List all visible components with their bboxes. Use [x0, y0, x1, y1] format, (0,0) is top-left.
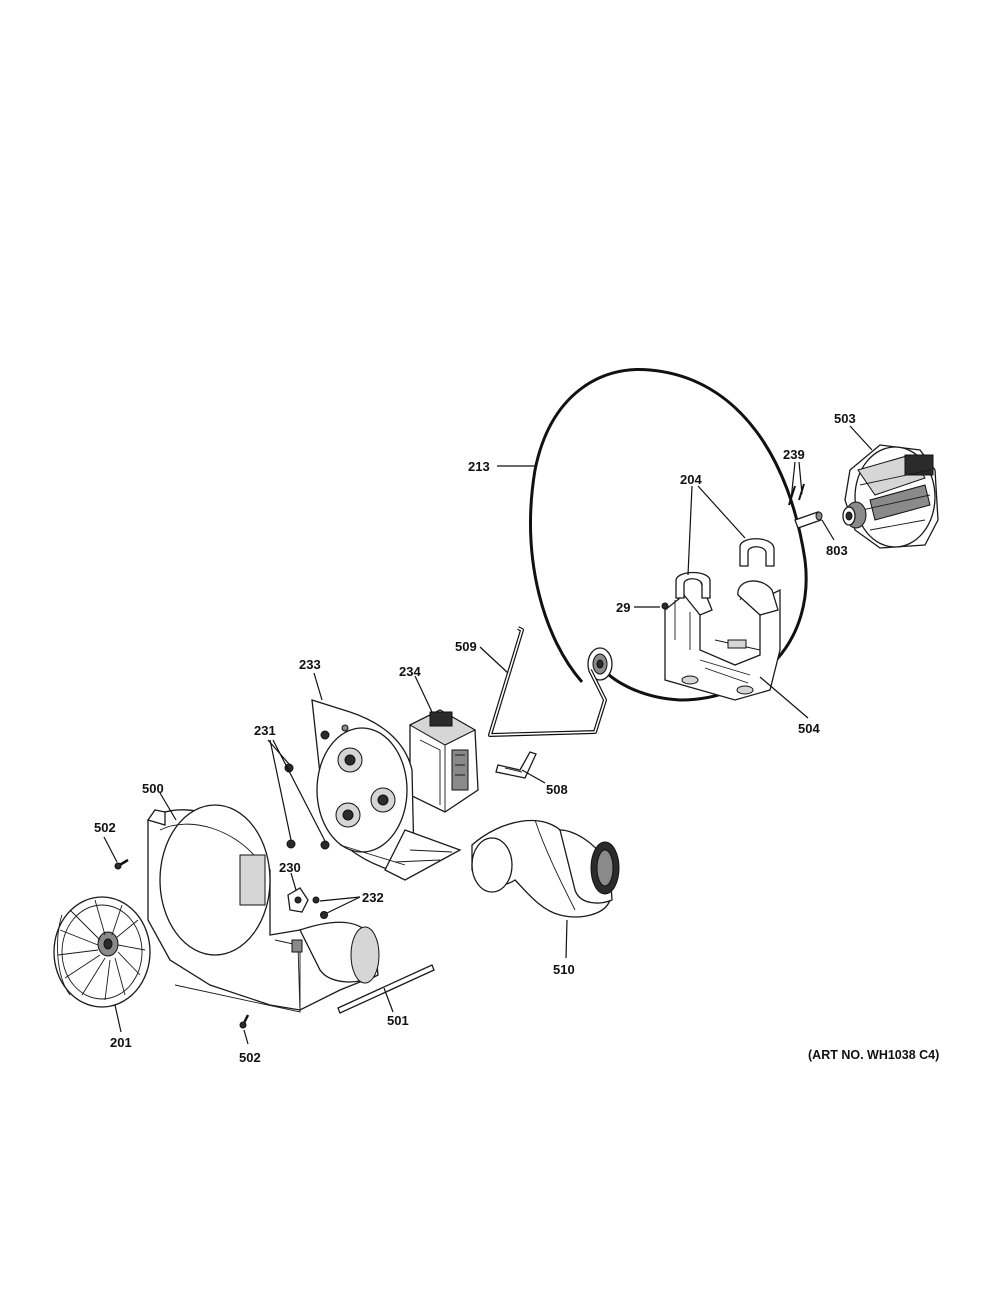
- label-232: 232: [362, 890, 384, 905]
- label-803: 803: [826, 543, 848, 558]
- label-509: 509: [455, 639, 477, 654]
- label-230: 230: [279, 860, 301, 875]
- drive-belt-213[interactable]: [529, 367, 808, 702]
- screw-502-bottom[interactable]: [239, 1014, 250, 1029]
- callout-labels: 213 204 29 503 239 803 504 509 233 234 2…: [94, 411, 939, 1065]
- clip-508[interactable]: [495, 751, 537, 779]
- label-510: 510: [553, 962, 575, 977]
- label-502-top: 502: [94, 820, 116, 835]
- idler-bracket-504[interactable]: [664, 574, 781, 701]
- blower-housing-500[interactable]: [146, 804, 380, 1013]
- screw-502-top[interactable]: [114, 858, 129, 870]
- label-501: 501: [387, 1013, 409, 1028]
- bracket-clips-204[interactable]: [675, 538, 775, 599]
- drive-motor-503[interactable]: [842, 444, 939, 549]
- label-504: 504: [798, 721, 820, 736]
- label-502-bottom: 502: [239, 1050, 261, 1065]
- idler-pulley[interactable]: [587, 647, 613, 681]
- screw-29[interactable]: [661, 602, 669, 610]
- art-number: (ART NO. WH1038 C4): [808, 1048, 939, 1062]
- label-29: 29: [616, 600, 630, 615]
- label-508: 508: [546, 782, 568, 797]
- label-500: 500: [142, 781, 164, 796]
- screws-232[interactable]: [312, 896, 328, 919]
- label-503: 503: [834, 411, 856, 426]
- mounting-plate-233[interactable]: [311, 699, 462, 881]
- leader-lines: [103, 425, 873, 1045]
- label-201: 201: [110, 1035, 132, 1050]
- label-213: 213: [468, 459, 490, 474]
- label-204: 204: [680, 472, 702, 487]
- shaft-coupler-803[interactable]: [794, 511, 823, 529]
- motor-unit-234[interactable]: [391, 709, 479, 813]
- seal-strip-501[interactable]: [337, 964, 435, 1014]
- bracket-230[interactable]: [287, 887, 309, 913]
- label-231: 231: [254, 723, 276, 738]
- label-239: 239: [783, 447, 805, 462]
- label-234: 234: [399, 664, 421, 679]
- exhaust-duct-510[interactable]: [471, 819, 620, 918]
- blower-wheel-201[interactable]: [53, 896, 151, 1008]
- tension-spring-509[interactable]: [488, 626, 607, 737]
- label-233: 233: [299, 657, 321, 672]
